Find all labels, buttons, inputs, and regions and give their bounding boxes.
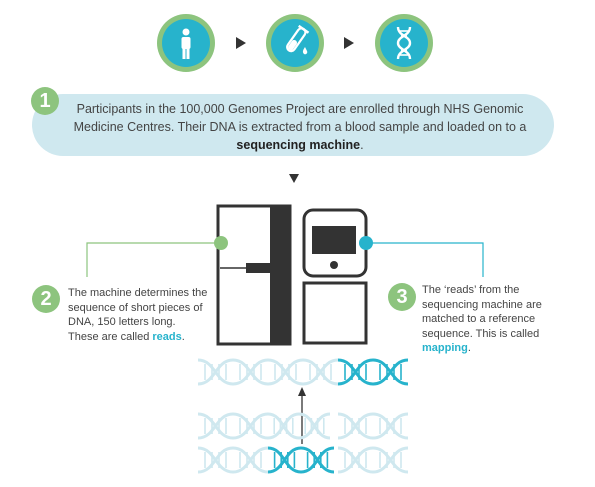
read-dna-segment <box>337 412 409 440</box>
reference-dna-segment <box>197 358 269 386</box>
mapping-arrow-head <box>298 387 306 396</box>
person-icon <box>181 28 191 59</box>
read-dna-segment <box>337 446 409 474</box>
step2-text: The machine determines the sequence of s… <box>68 287 208 343</box>
reference-dna-segment-highlight <box>337 358 409 386</box>
person-icon-circle <box>157 14 215 72</box>
step1-panel <box>32 94 554 156</box>
test-tube-icon <box>286 24 310 55</box>
dna-helix-icon-circle <box>375 14 433 72</box>
read-dna-segment-highlight <box>267 446 335 474</box>
arrow-right-icon <box>344 37 354 49</box>
test-tube-icon-circle <box>266 14 324 72</box>
step3-emphasis: mapping <box>422 342 468 354</box>
arrow-right-icon <box>236 37 246 49</box>
read-dna-segment <box>197 446 269 474</box>
dna-helix-icon <box>396 26 412 60</box>
step1-text: Participants in the 100,000 Genomes Proj… <box>73 102 527 152</box>
read-dna-segment <box>267 412 331 440</box>
step2-emphasis: reads <box>152 330 182 343</box>
arrow-down-icon <box>289 174 299 183</box>
step3-number: 3 <box>388 283 416 311</box>
step1-number: 1 <box>31 87 59 115</box>
reference-dna-segment <box>267 358 339 386</box>
read-dna-segment <box>197 412 269 440</box>
step3-text: The ‘reads’ from the sequencing machine … <box>422 284 542 354</box>
step1-emphasis: sequencing machine <box>236 138 361 152</box>
step2-number: 2 <box>32 285 60 313</box>
